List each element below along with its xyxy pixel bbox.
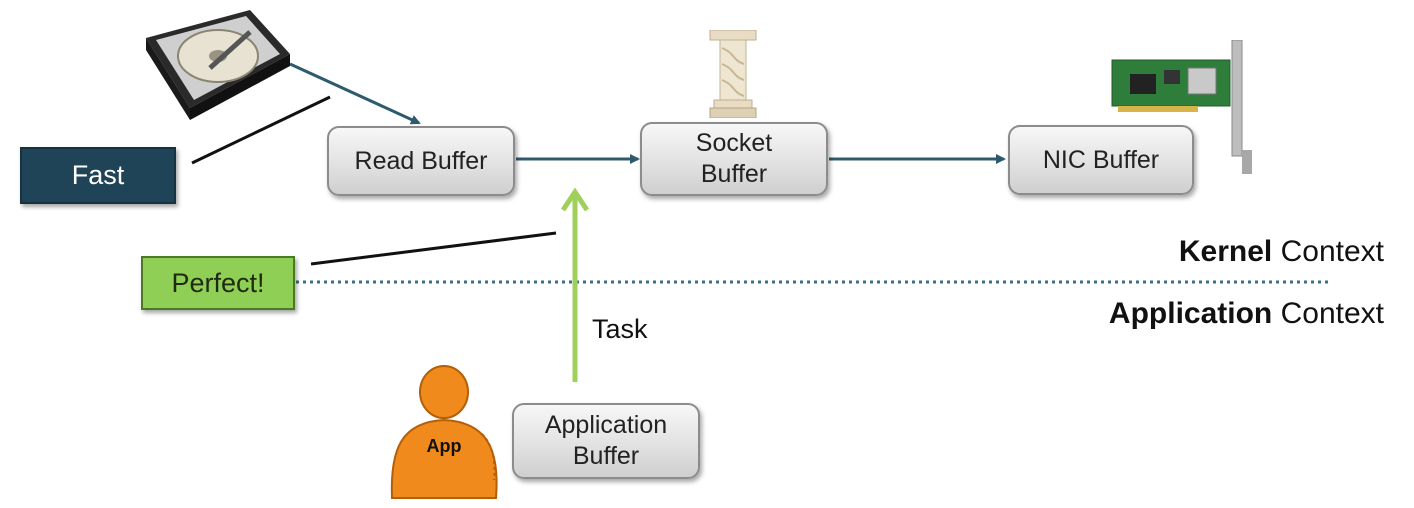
application-buffer: Application Buffer xyxy=(512,403,700,479)
socket-buffer-label-line2: Buffer xyxy=(700,160,768,188)
app-label: App xyxy=(426,436,462,456)
socket-buffer-label-line1: Socket xyxy=(695,129,773,157)
application-context-bold: Application xyxy=(1108,297,1273,330)
network-card-icon xyxy=(1111,40,1252,174)
kernel-context-bold: Kernel xyxy=(1178,235,1273,268)
application-buffer-label-line2: Buffer xyxy=(572,442,640,470)
task-label: Task xyxy=(592,314,648,344)
fast-callout-label: Fast xyxy=(71,160,125,190)
nic-buffer-label: NIC Buffer xyxy=(1042,145,1160,174)
hard-disk-icon xyxy=(146,10,290,120)
application-context-rest: Context xyxy=(1272,297,1384,330)
read-buffer: Read Buffer xyxy=(327,126,515,196)
perfect-callout: Perfect! xyxy=(141,256,295,310)
app-figure: App xyxy=(388,364,510,504)
perfect-pointer-line xyxy=(310,231,557,266)
fast-pointer-line xyxy=(191,95,331,165)
kernel-context-label: Kernel Context xyxy=(1179,235,1384,269)
nic-buffer: NIC Buffer xyxy=(1008,125,1194,195)
application-context-label: Application Context xyxy=(1109,297,1384,331)
task-arrowhead xyxy=(560,187,590,212)
read-buffer-label: Read Buffer xyxy=(354,146,488,175)
pillar-icon xyxy=(709,30,757,118)
person-icon xyxy=(390,365,498,499)
disk-to-read-buffer-arrow xyxy=(289,62,421,125)
fast-callout: Fast xyxy=(20,147,176,204)
application-buffer-label-line1: Application xyxy=(544,411,668,439)
perfect-callout-label: Perfect! xyxy=(171,267,265,298)
socket-buffer: Socket Buffer xyxy=(640,122,828,196)
kernel-context-rest: Context xyxy=(1272,235,1384,268)
